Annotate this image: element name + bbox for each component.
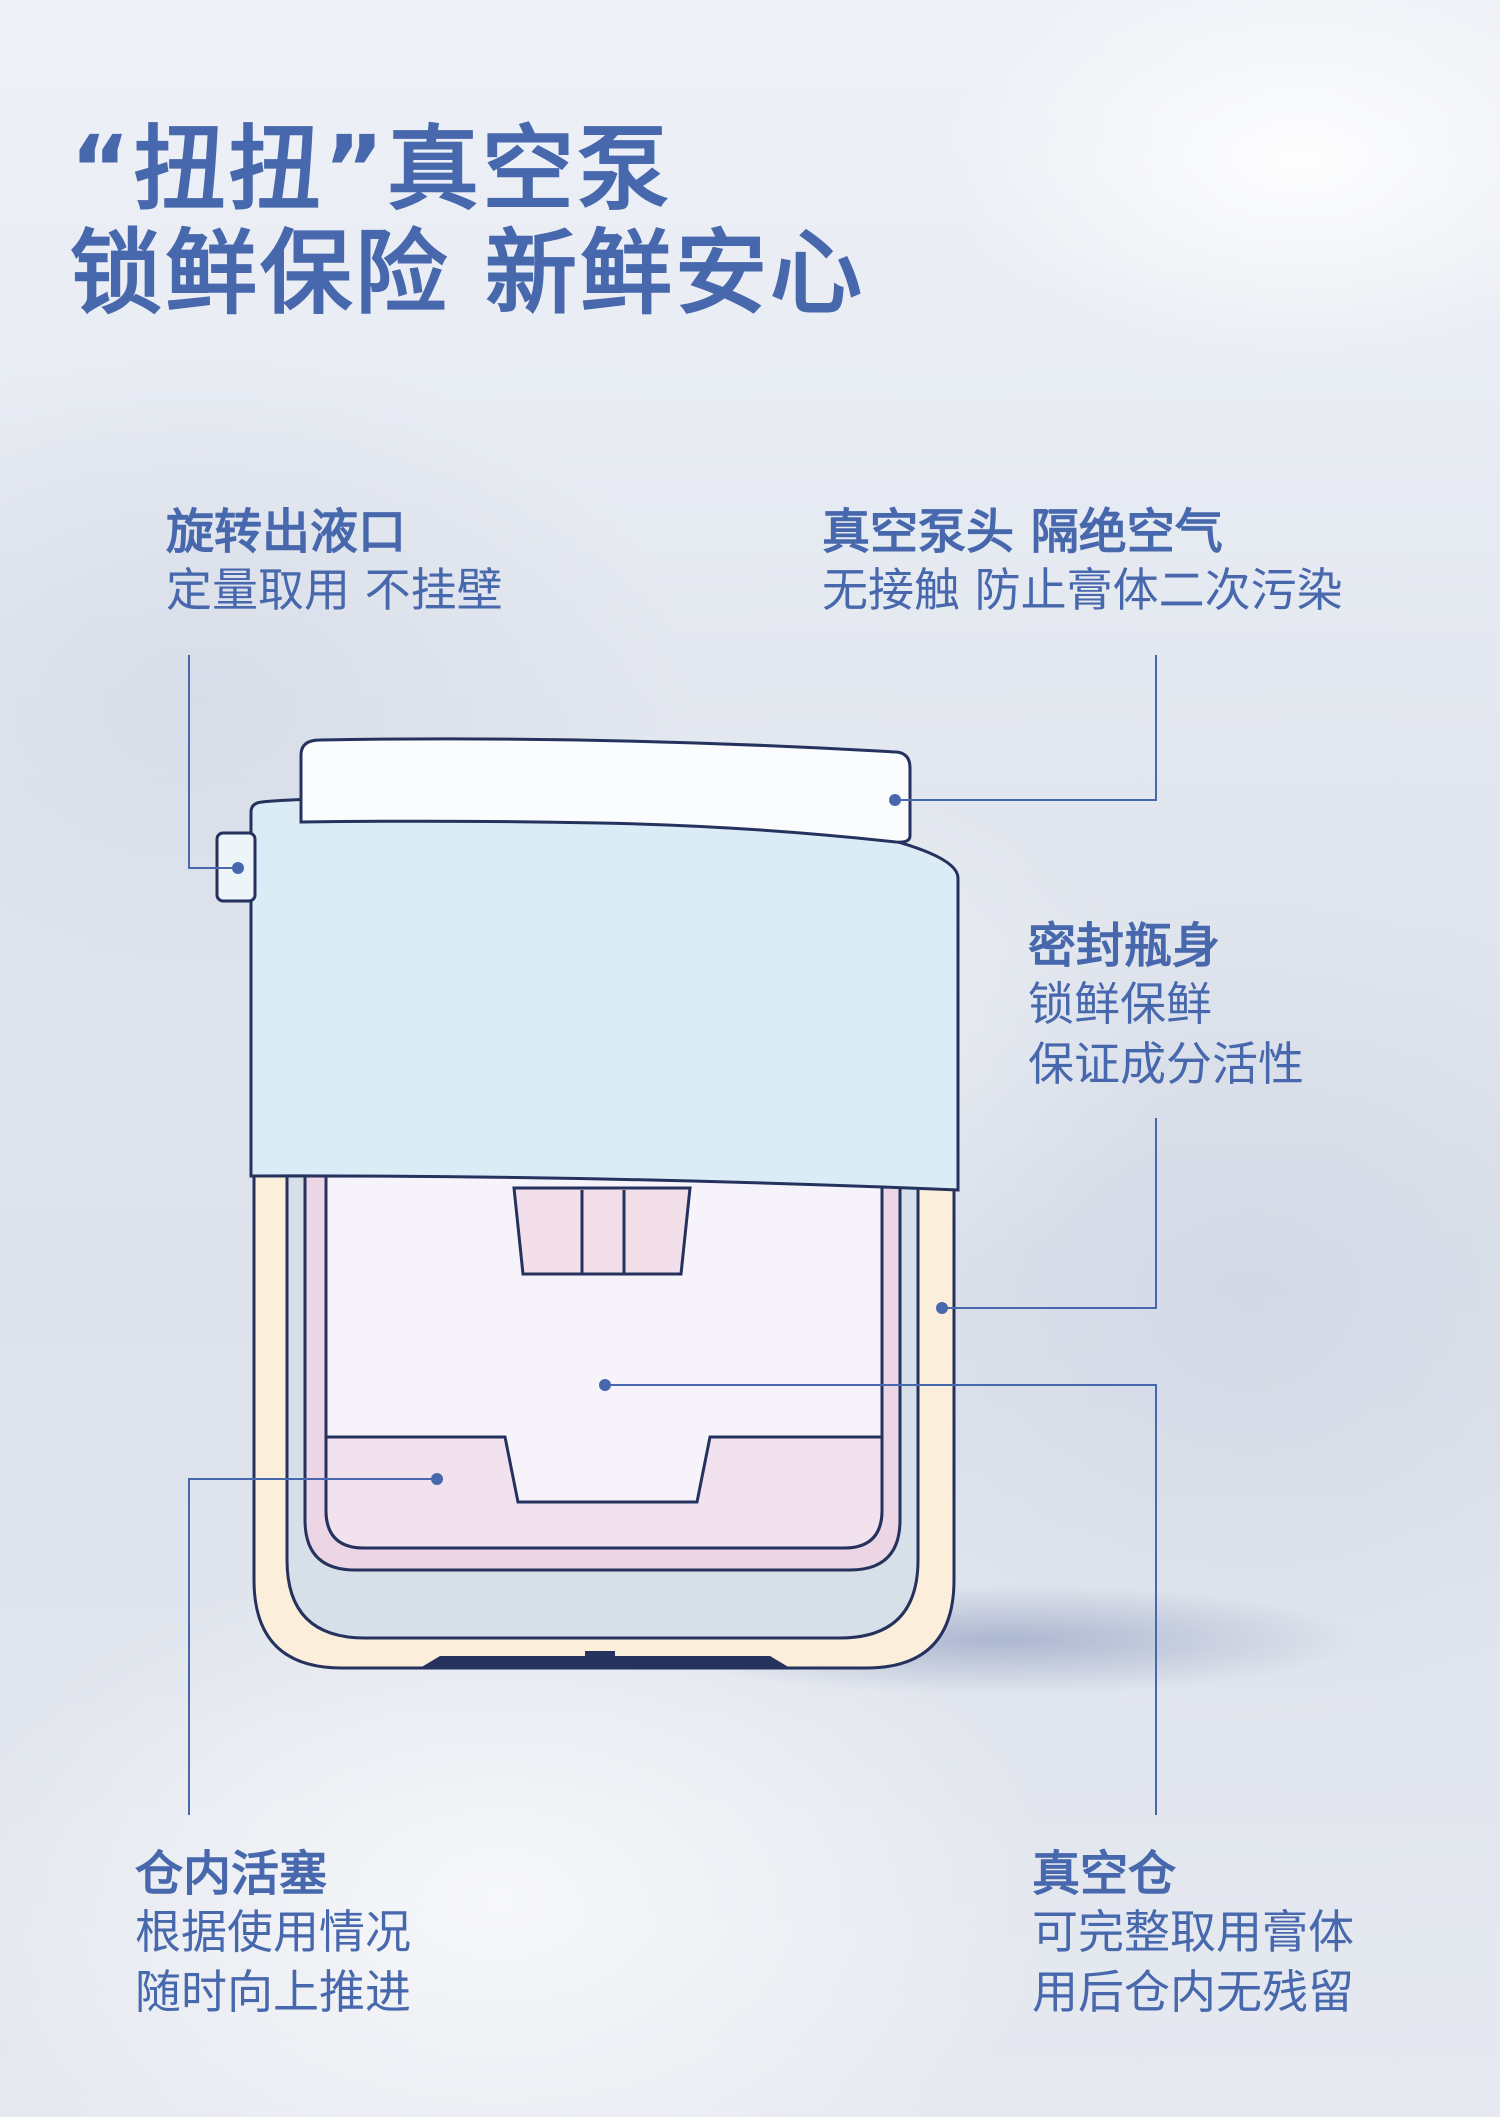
piston — [324, 1435, 884, 1550]
callout-heading: 旋转出液口 — [166, 504, 407, 560]
callout-pump-head: 真空泵头 隔绝空气 无接触 防止膏体二次污染 — [822, 504, 1343, 620]
callout-rotary-outlet: 旋转出液口 定量取用 不挂壁 — [166, 504, 503, 620]
leader-dots — [232, 794, 948, 1485]
dot-vacuum-chamber — [599, 1379, 611, 1391]
callout-heading: 真空仓 — [1032, 1846, 1177, 1902]
callout-vacuum-chamber: 真空仓 可完整取用膏体 用后仓内无残留 — [1032, 1846, 1354, 2022]
callout-sealed-body: 密封瓶身 锁鲜保鲜 保证成分活性 — [1028, 918, 1304, 1094]
leader-rotary-outlet — [188, 655, 238, 869]
pump-head — [299, 737, 912, 844]
callout-text: 无接触 防止膏体二次污染 — [822, 563, 1343, 617]
callout-heading: 仓内活塞 — [135, 1846, 328, 1902]
title-line-1: “扭扭”真空泵 — [70, 116, 672, 223]
foot-notch — [585, 1651, 615, 1657]
leader-lines — [188, 655, 1157, 1815]
callout-text: 用后仓内无残留 — [1032, 1965, 1354, 2019]
dot-piston — [431, 1473, 443, 1485]
page-title: “扭扭”真空泵 锁鲜保险 新鲜安心 — [70, 118, 865, 326]
dot-pump-head — [889, 794, 901, 806]
callout-text: 保证成分活性 — [1028, 1037, 1304, 1091]
bottle-foot — [420, 1656, 790, 1668]
title-line-2: 锁鲜保险 新鲜安心 — [70, 220, 866, 327]
bottle-cap-sleeve — [249, 796, 960, 1192]
callout-text: 锁鲜保鲜 — [1028, 977, 1212, 1031]
leader-vacuum-chamber — [605, 1384, 1157, 1815]
dot-sealed-body — [936, 1302, 948, 1314]
leader-piston — [188, 1478, 437, 1815]
callout-text: 随时向上推进 — [135, 1965, 411, 2019]
callout-heading: 真空泵头 隔绝空气 — [822, 504, 1223, 560]
dot-rotary-outlet — [232, 862, 244, 874]
leader-sealed-body — [942, 1118, 1157, 1309]
callout-piston: 仓内活塞 根据使用情况 随时向上推进 — [135, 1846, 411, 2022]
callout-heading: 密封瓶身 — [1028, 918, 1221, 974]
callout-text: 定量取用 不挂壁 — [166, 563, 503, 617]
inner-nozzle — [512, 1186, 692, 1276]
leader-pump-head — [895, 655, 1157, 801]
callout-text: 可完整取用膏体 — [1032, 1905, 1354, 1959]
callout-text: 根据使用情况 — [135, 1905, 411, 1959]
